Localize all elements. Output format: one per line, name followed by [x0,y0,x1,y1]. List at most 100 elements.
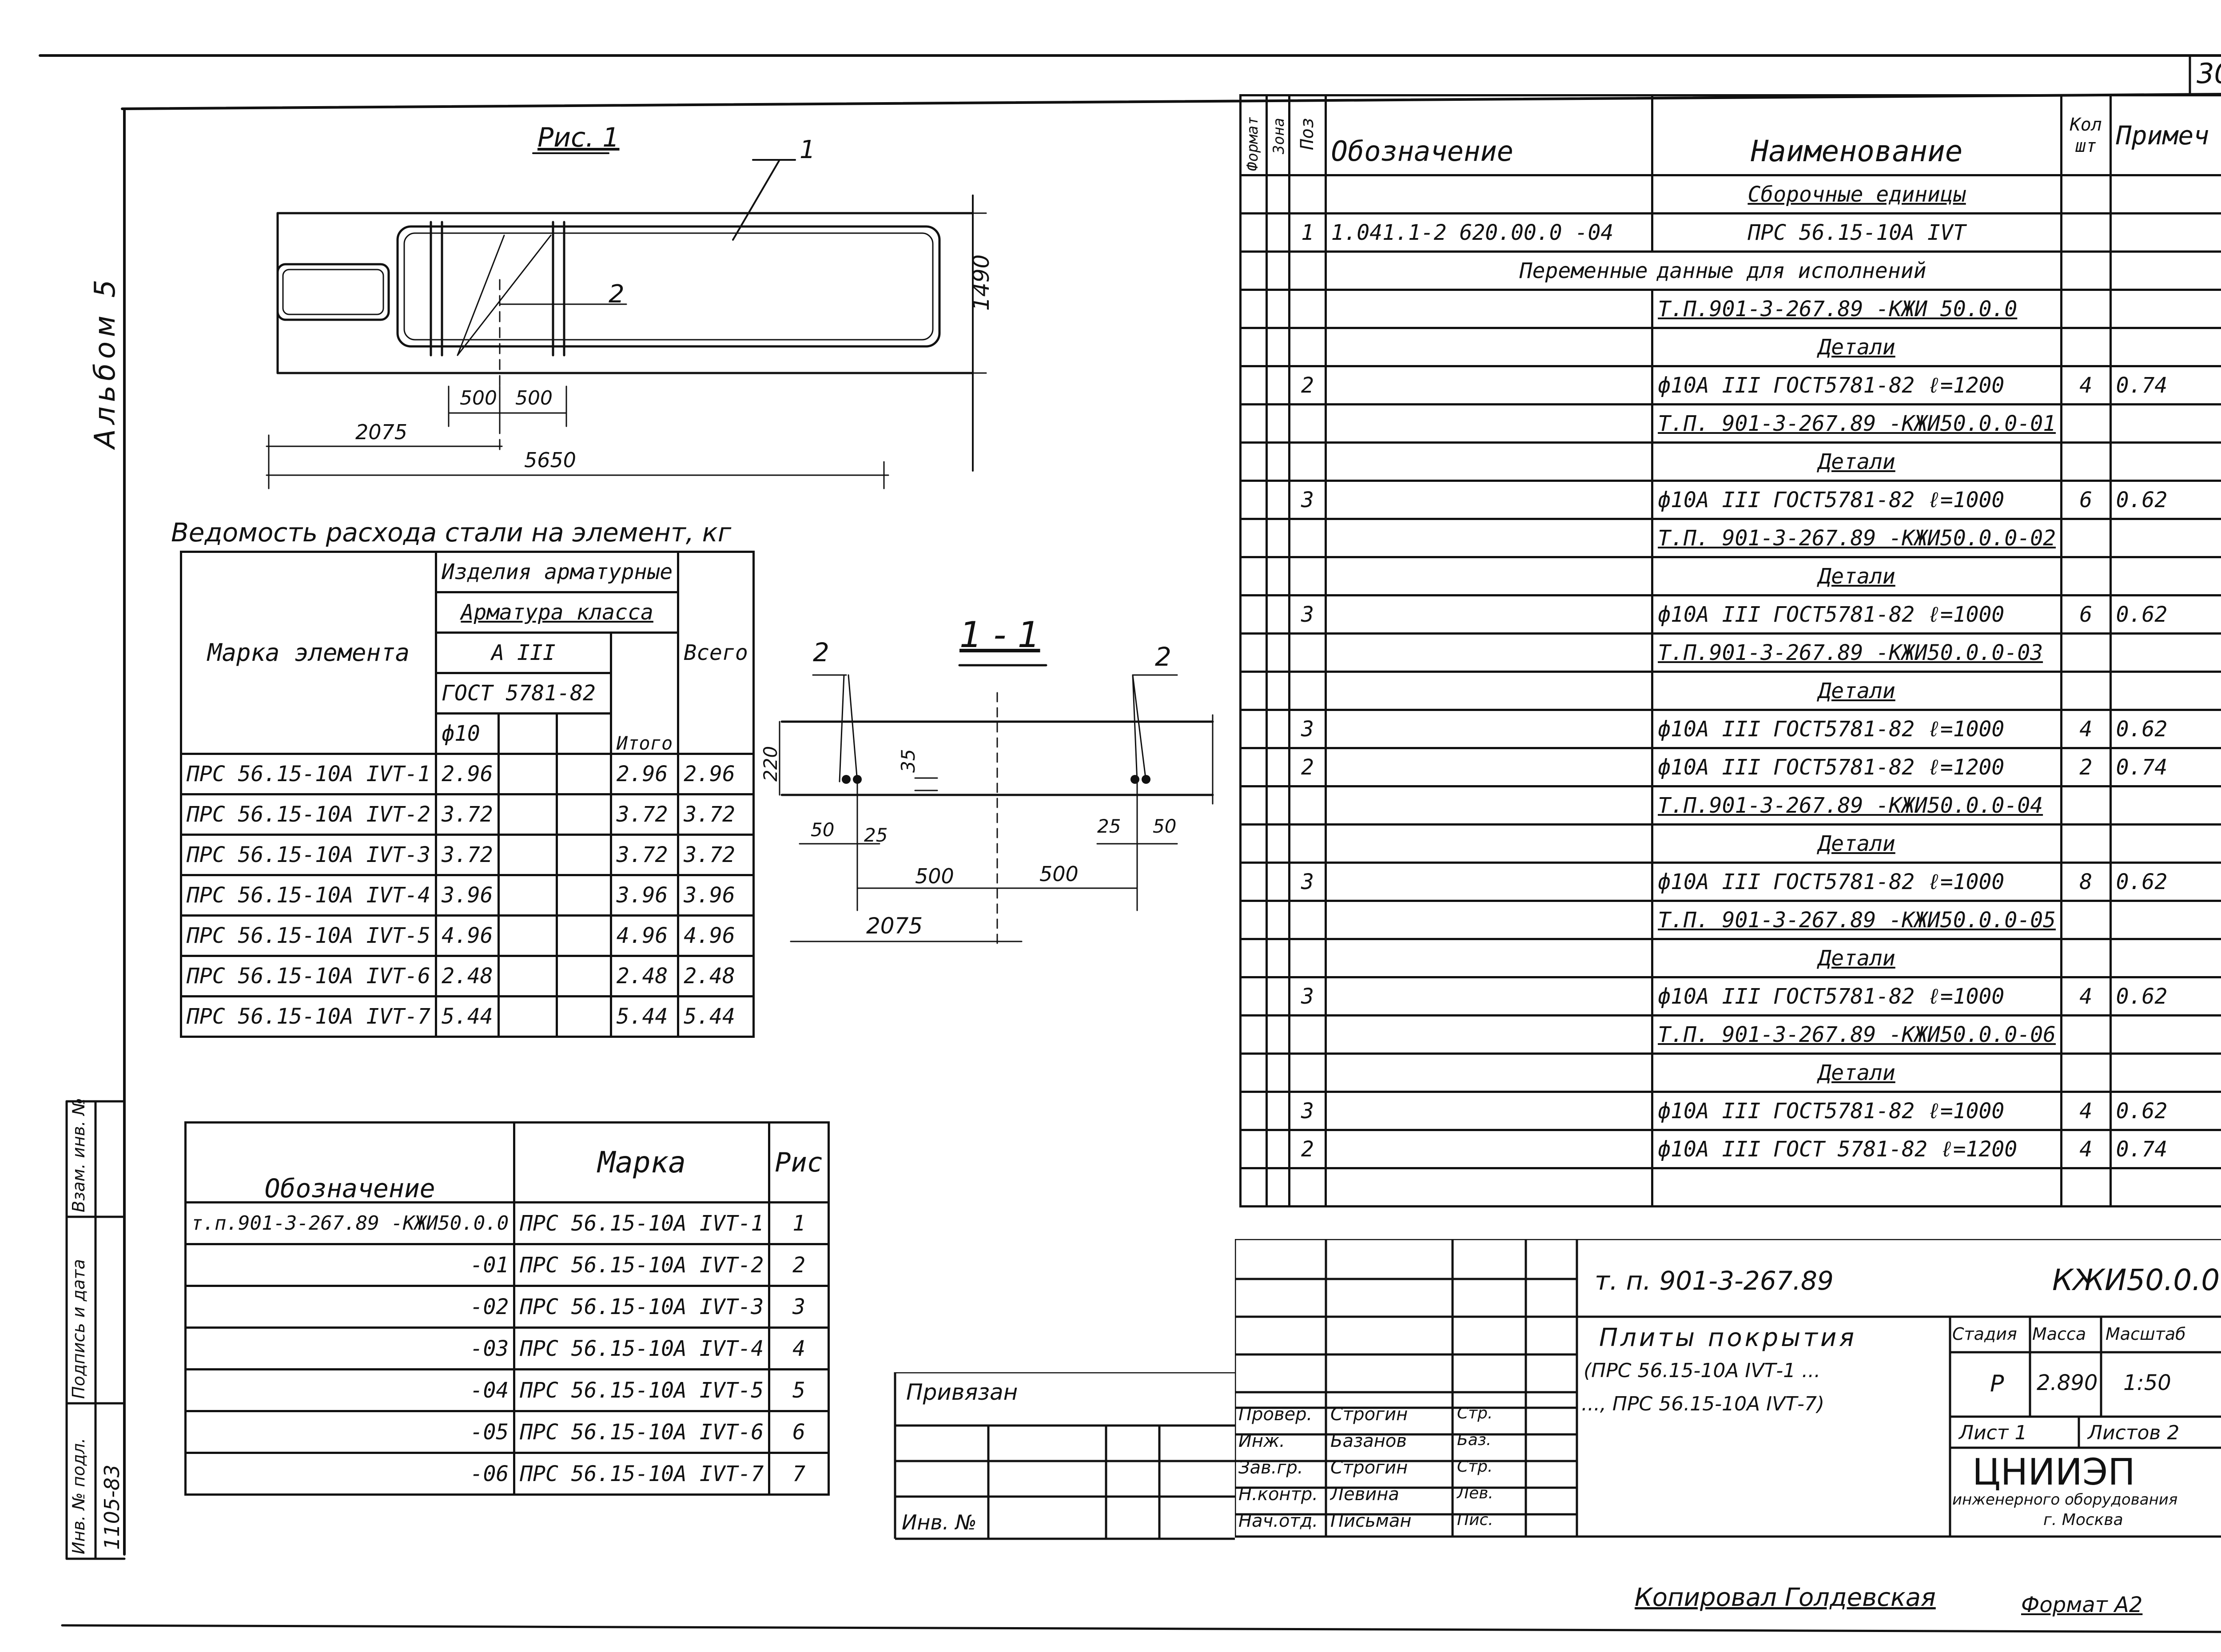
cell-naim: ПРС 56.15-10А IVТ [1651,212,2063,253]
cell-prim [2109,1052,2221,1093]
org-logo-text: ЦНИИЭП [1972,1451,2135,1493]
cell-poz [1288,632,1327,673]
cell-ris: 6 [768,1410,830,1454]
spec-row: Т.П.901-3-267.89 -КЖИ50.0.0-03 [1239,632,2221,673]
cell-d10: 5.44 [435,995,500,1038]
cell-ris: 4 [768,1326,830,1370]
staff-role: Нач.отд. [1238,1511,1318,1531]
col-zona: Зона [1265,94,1291,176]
cell-poz [1288,556,1327,596]
cell-format [1239,747,1268,787]
spec-row: Т.П. 901-3-267.89 -КЖИ50.0.0-02 [1239,518,2221,558]
callout-1: 1 [800,135,816,164]
section-title: 1 - 1 [959,614,1040,655]
cell-zona [1265,671,1291,711]
col-marka: Марка элемента [179,551,438,755]
cell-prim [2109,212,2221,253]
staff-signature: Стр. [1457,1457,1493,1476]
cell-zona [1265,747,1291,787]
cell-prim [2109,518,2221,558]
cell-vsego: 2.96 [677,753,755,795]
cell-oboznach [1324,556,1654,596]
cell-empty [2109,1167,2221,1207]
cell-naim: Т.П. 901-3-267.89 -КЖИ50.0.0-02 [1651,518,2063,558]
cell-zona [1265,1129,1291,1169]
cell-format [1239,1052,1268,1093]
massa-value: 2.890 [2037,1370,2098,1395]
cell-itogo: 3.72 [609,793,680,836]
cell-naim: Детали [1651,441,2063,482]
cell-poz [1288,441,1327,482]
cell-marka: ПРС 56.15-10А IVТ-3 [513,1285,771,1329]
dim-5650: 5650 [524,448,577,472]
spec-row: Т.П.901-3-267.89 -КЖИ 50.0.0 [1239,289,2221,329]
cell-naim: Т.П. 901-3-267.89 -КЖИ50.0.0-05 [1651,900,2063,940]
cell-kol [2060,938,2112,978]
cell-itogo: 2.48 [609,955,680,997]
cell-poz: 3 [1288,1091,1327,1131]
masshtab-value: 1:50 [2123,1370,2171,1395]
cell-zona [1265,441,1291,482]
cell-oboznach [1324,1129,1654,1169]
cell-kol [2060,250,2112,291]
cell-format [1239,480,1268,520]
stamp-number: 1105-83 [100,1464,124,1550]
sec-dim-500-right: 500 [1039,862,1079,886]
col-stadia: Стадия [1952,1324,2017,1344]
dim-2075: 2075 [355,420,408,444]
cell-mark: ПРС 56.15-10А IVТ-5 [179,914,438,957]
cell-oboznach [1324,1052,1654,1093]
cell-vsego: 3.72 [677,834,755,876]
cell-kol [2060,518,2112,558]
staff-signature: Баз. [1457,1431,1492,1449]
cell-kol [2060,403,2112,444]
cell-format [1239,671,1268,711]
cell-zona [1265,518,1291,558]
cell-oboznach [1324,747,1654,787]
cell-zona [1265,250,1291,291]
cell-mark: ПРС 56.15-10А IVТ-2 [179,793,438,836]
cell-oboznach [1324,327,1654,367]
cell-prim [2109,900,2221,940]
cell-prim [2109,1014,2221,1055]
cell-poz [1288,174,1327,214]
stamp-vzam: Взам. инв. № [69,1097,88,1212]
col-oboznach: Обозначение [184,1121,516,1203]
cell-kol [2060,900,2112,940]
cell-poz [1288,1014,1327,1055]
col-vsego: Всего [677,551,755,755]
cell-poz [1288,403,1327,444]
sec-dim-25-left: 25 [864,824,888,846]
privyazan-grid [894,1372,1235,1540]
stamp-inv-orig: Инв. № подл. [69,1438,88,1554]
cell-oboznach: Переменные [1324,250,1652,291]
staff-signature: Лев. [1457,1484,1493,1502]
cell-vsego: 2.48 [677,955,755,997]
cell-kol [2060,556,2112,596]
staff-name: Строгин [1330,1457,1408,1478]
cell-poz [1288,1052,1327,1093]
cell-oboznach [1324,1014,1654,1055]
cell-itogo: 4.96 [609,914,680,957]
inv-no-label: Инв. № [902,1510,977,1534]
cell-vsego: 5.44 [677,995,755,1038]
cell-format [1239,785,1268,826]
cell-marka: ПРС 56.15-10А IVТ-6 [513,1410,771,1454]
cell-oboznach [1324,289,1654,329]
cell-format [1239,212,1268,253]
col-marka: Марка [513,1121,771,1203]
cell-kol [2060,671,2112,711]
sec-dim-500-left: 500 [915,864,954,888]
cell-vsego: 3.72 [677,793,755,836]
col-klass: А III [435,631,612,674]
cell-format [1239,556,1268,596]
